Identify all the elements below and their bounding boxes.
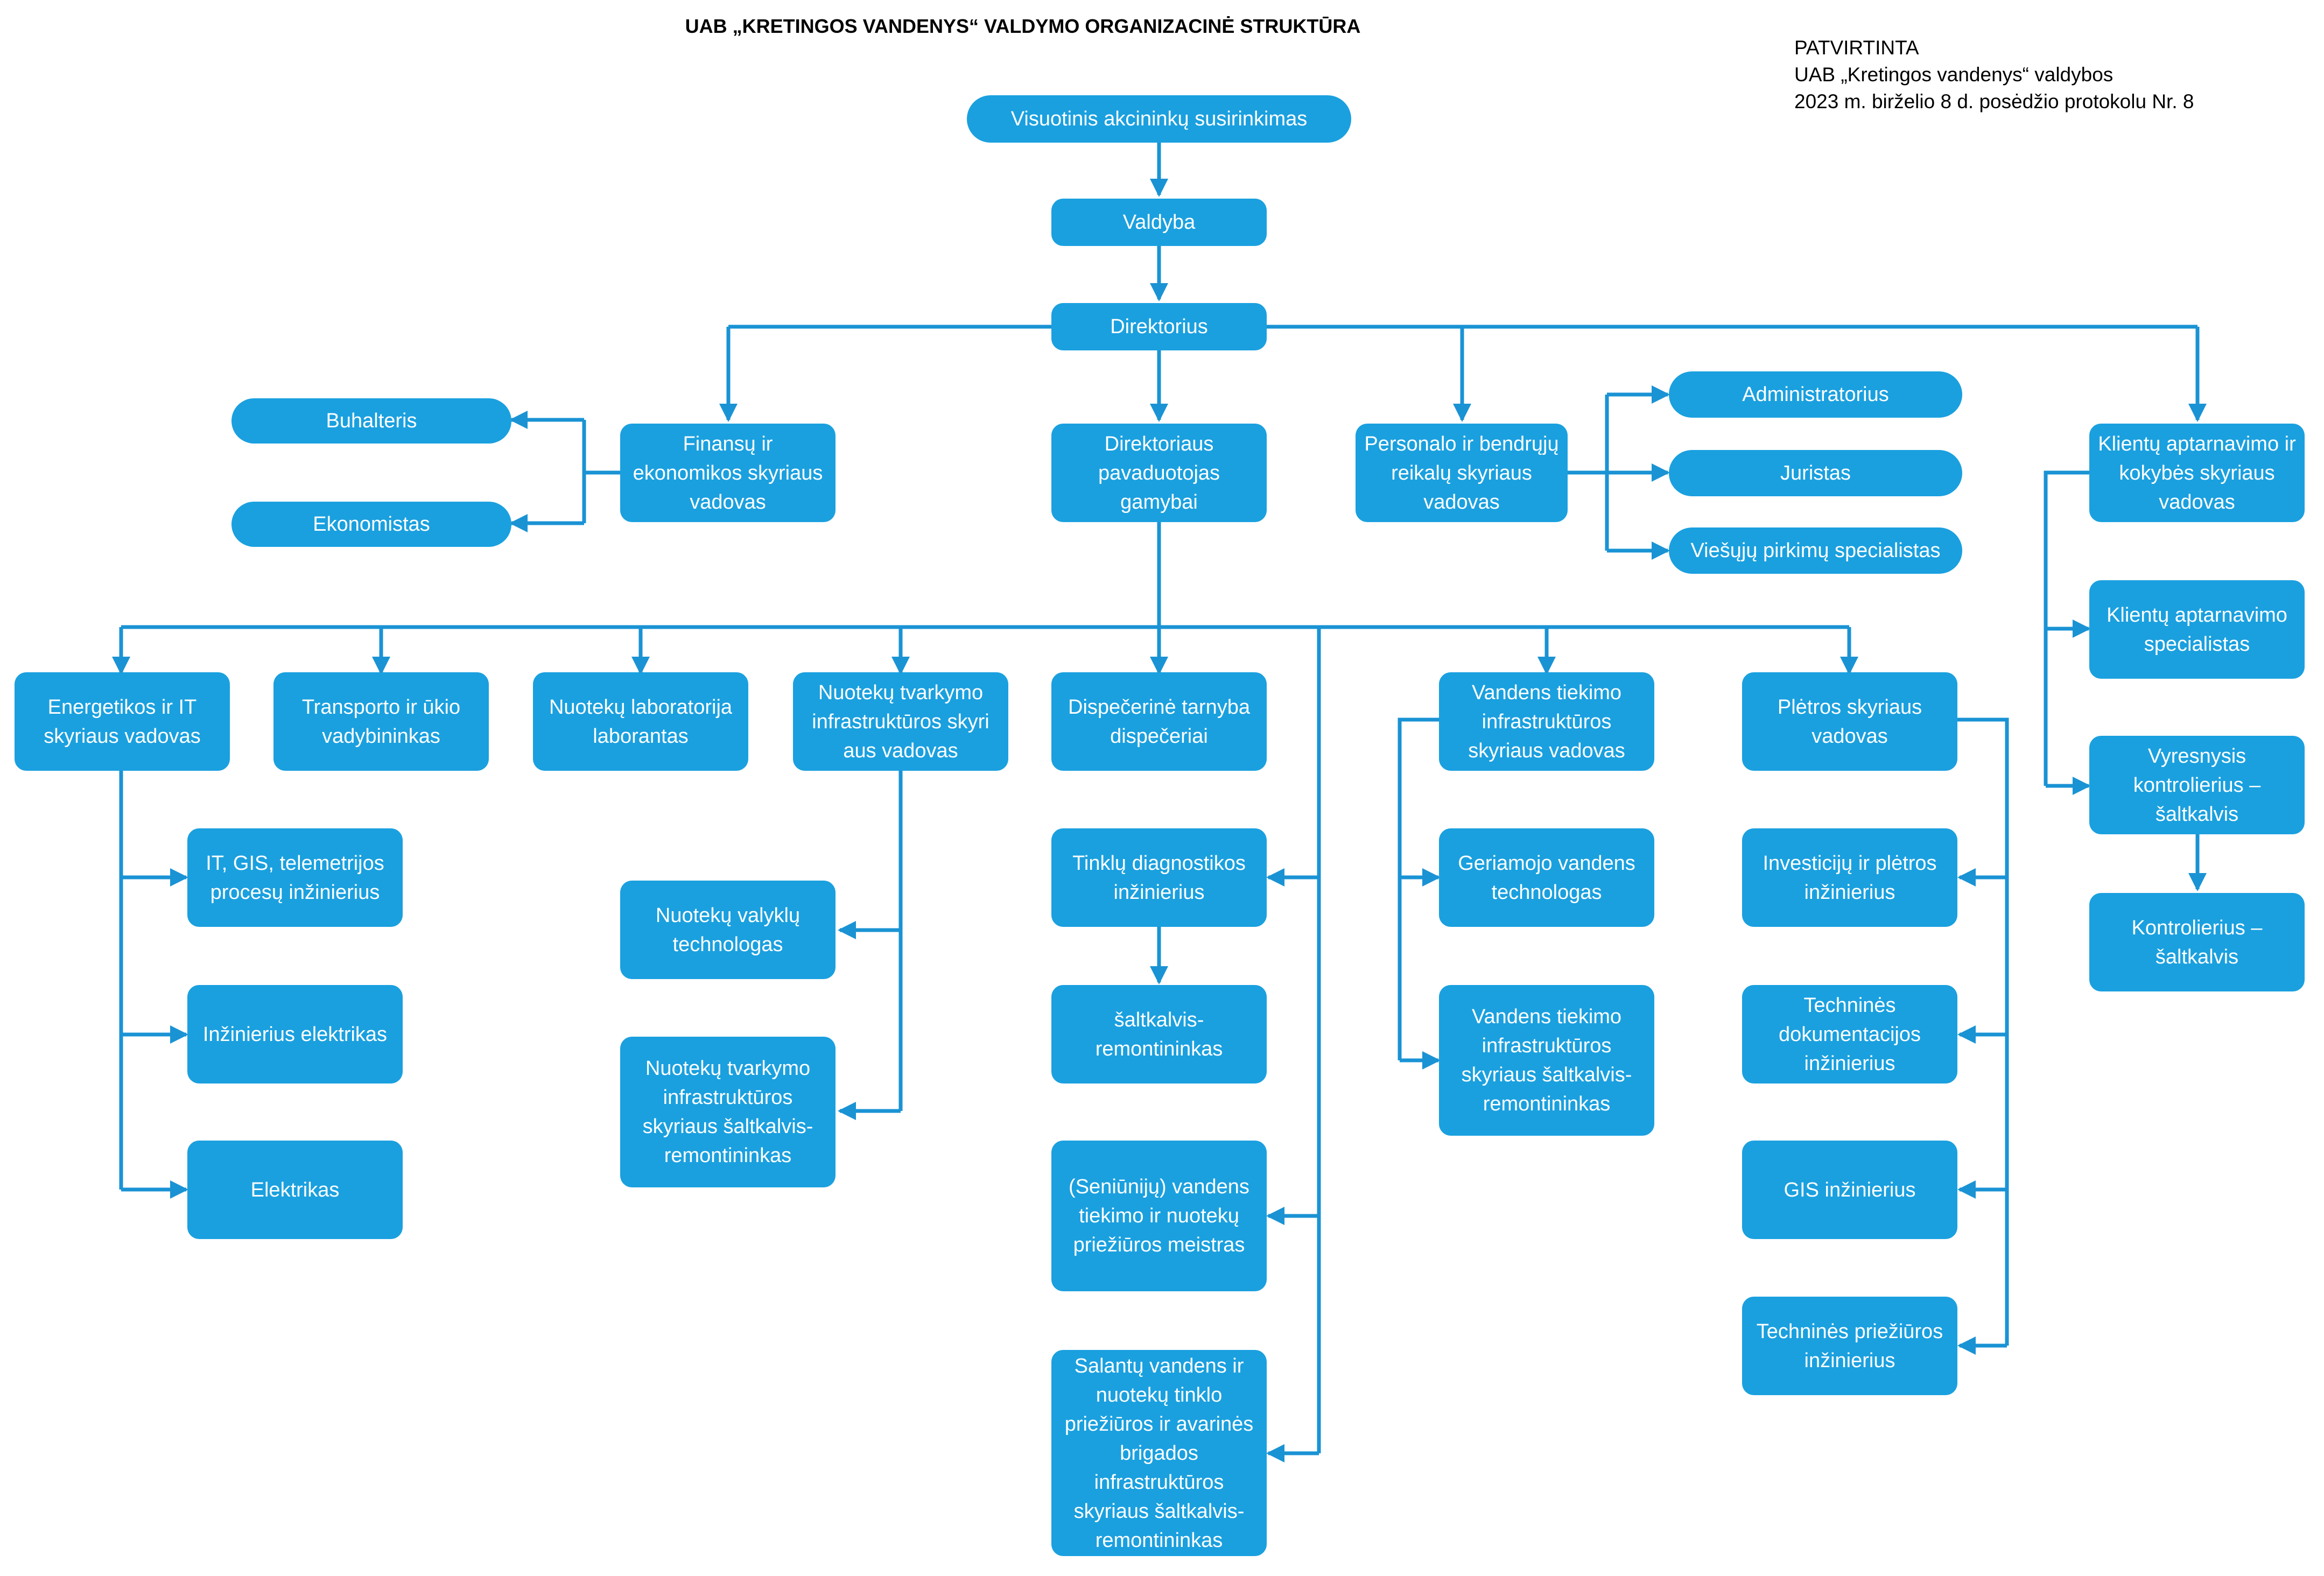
node-tech-docs-engineer[interactable]: Techninės dokumentacijos inžinierius <box>1742 985 1957 1084</box>
node-treatment-technologist[interactable]: Nuotekų valyklų technologas <box>620 881 835 979</box>
node-energy-it-head[interactable]: Energetikos ir IT skyriaus vadovas <box>15 672 230 771</box>
node-development-head[interactable]: Plėtros skyriaus vadovas <box>1742 672 1957 771</box>
approval-note: PATVIRTINTA UAB „Kretingos vandenys“ val… <box>1794 34 2194 115</box>
node-salantai-brigade[interactable]: Salantų vandens ir nuotekų tinklo prieži… <box>1051 1350 1267 1556</box>
node-water-supply-head[interactable]: Vandens tiekimo infrastruktūros skyriaus… <box>1439 672 1654 771</box>
node-locksmith-repair[interactable]: šaltkalvis-remontininkas <box>1051 985 1267 1084</box>
node-investment-engineer[interactable]: Investicijų ir plėtros inžinierius <box>1742 828 1957 927</box>
node-personnel-head[interactable]: Personalo ir bendrųjų reikalų skyriaus v… <box>1356 424 1568 522</box>
chart-title: UAB „KRETINGOS VANDENYS“ VALDYMO ORGANIZ… <box>685 15 1361 37</box>
node-electrical-engineer[interactable]: Inžinierius elektrikas <box>187 985 403 1084</box>
node-economist[interactable]: Ekonomistas <box>231 502 511 547</box>
node-transport[interactable]: Transporto ir ūkio vadybininkas <box>273 672 489 771</box>
node-wastewater-infra-head[interactable]: Nuotekų tvarkymo infrastruktūros skyri a… <box>793 672 1008 771</box>
approval-line: PATVIRTINTA <box>1794 37 1919 59</box>
node-customer-head[interactable]: Klientų aptarnavimo ir kokybės skyriaus … <box>2089 424 2305 522</box>
node-lawyer[interactable]: Juristas <box>1669 450 1962 496</box>
node-deputy-director[interactable]: Direktoriaus pavaduotojas gamybai <box>1051 424 1267 522</box>
node-wastewater-locksmith[interactable]: Nuotekų tvarkymo infrastruktūros skyriau… <box>620 1037 835 1187</box>
node-gis-engineer[interactable]: GIS inžinierius <box>1742 1141 1957 1239</box>
node-elder-master[interactable]: (Seniūnijų) vandens tiekimo ir nuotekų p… <box>1051 1141 1267 1291</box>
node-customer-specialist[interactable]: Klientų aptarnavimo specialistas <box>2089 580 2305 679</box>
node-it-gis-engineer[interactable]: IT, GIS, telemetrijos procesų inžinieriu… <box>187 828 403 927</box>
approval-line: UAB „Kretingos vandenys“ valdybos <box>1794 64 2114 86</box>
node-administrator[interactable]: Administratorius <box>1669 371 1962 418</box>
node-director[interactable]: Direktorius <box>1051 303 1267 350</box>
node-drinking-water-tech[interactable]: Geriamojo vandens technologas <box>1439 828 1654 927</box>
node-maintenance-engineer[interactable]: Techninės priežiūros inžinierius <box>1742 1297 1957 1395</box>
node-accountant[interactable]: Buhalteris <box>231 398 511 444</box>
node-board[interactable]: Valdyba <box>1051 199 1267 246</box>
node-shareholders[interactable]: Visuotinis akcininkų susirinkimas <box>967 95 1351 143</box>
node-network-diagnostics[interactable]: Tinklų diagnostikos inžinierius <box>1051 828 1267 927</box>
node-dispatch[interactable]: Dispečerinė tarnyba dispečeriai <box>1051 672 1267 771</box>
node-procurement[interactable]: Viešųjų pirkimų specialistas <box>1669 527 1962 574</box>
node-wastewater-lab[interactable]: Nuotekų laboratorija laborantas <box>533 672 748 771</box>
approval-line: 2023 m. birželio 8 d. posėdžio protokolu… <box>1794 90 2194 112</box>
node-inspector[interactable]: Kontrolierius – šaltkalvis <box>2089 893 2305 991</box>
node-water-supply-locksmith[interactable]: Vandens tiekimo infrastruktūros skyriaus… <box>1439 985 1654 1136</box>
node-senior-inspector[interactable]: Vyresnysis kontrolierius – šaltkalvis <box>2089 736 2305 834</box>
node-electrician[interactable]: Elektrikas <box>187 1141 403 1239</box>
node-finance-head[interactable]: Finansų ir ekonomikos skyriaus vadovas <box>620 424 835 522</box>
